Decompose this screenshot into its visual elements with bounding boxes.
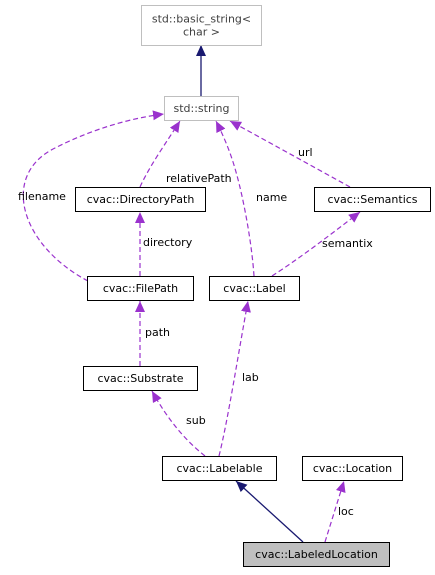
node-box — [83, 366, 198, 391]
edge-file-path-filename — [22, 110, 165, 282]
node-semantics[interactable]: cvac::Semantics — [314, 187, 431, 212]
nodes-layer: std::basic_string<char >std::stringcvac:… — [75, 5, 431, 567]
edge-label-name — [215, 120, 255, 277]
node-label[interactable]: cvac::Label — [209, 276, 300, 301]
node-box — [164, 96, 239, 121]
node-box — [243, 542, 390, 567]
edge-labelable-sub — [151, 390, 206, 457]
edge-labels-layer: relativePath filename name url directory sema… — [18, 146, 373, 518]
node-box — [162, 456, 277, 481]
node-label: cvac::FilePath — [103, 282, 178, 295]
node-label: std::basic_string< — [152, 13, 251, 26]
edge-label-label-name: name — [256, 191, 287, 204]
node-label: cvac::Label — [223, 282, 285, 295]
edge-label-labeled-location-loc: loc — [338, 505, 354, 518]
node-substrate[interactable]: cvac::Substrate — [83, 366, 198, 391]
node-label: cvac::DirectoryPath — [87, 193, 195, 206]
edge-label-semantics-url: url — [298, 146, 313, 159]
node-box — [314, 187, 431, 212]
node-label: std::string — [173, 102, 229, 115]
node-label: cvac::Labelable — [177, 462, 263, 475]
node-label: cvac::Location — [313, 462, 392, 475]
node-box — [209, 276, 300, 301]
node-label: cvac::Substrate — [97, 372, 183, 385]
edges-layer — [22, 45, 361, 543]
edge-labeled-location-inherits-labelable — [235, 480, 304, 543]
node-labelable[interactable]: cvac::Labelable — [162, 456, 277, 481]
edge-label-file-path-filename: filename — [18, 190, 66, 203]
node-label: cvac::LabeledLocation — [255, 548, 378, 561]
node-location[interactable]: cvac::Location — [302, 456, 403, 481]
node-label: cvac::Semantics — [327, 193, 417, 206]
node-string[interactable]: std::string — [164, 96, 239, 121]
node-file-path[interactable]: cvac::FilePath — [87, 276, 194, 301]
edge-label-file-path-directory: directory — [143, 236, 193, 249]
node-box — [141, 5, 262, 46]
node-box — [87, 276, 194, 301]
edge-labelable-lab — [218, 300, 251, 457]
edge-label-label-semantix: semantix — [322, 237, 373, 250]
edge-label-substrate-path: path — [145, 326, 170, 339]
edge-label-directory-path-relative-path: relativePath — [166, 172, 232, 185]
edge-semantics-url — [229, 120, 351, 188]
edge-label-labelable-sub: sub — [186, 414, 206, 427]
edge-label-labelable-lab: lab — [242, 371, 259, 384]
node-box — [75, 187, 206, 212]
node-directory-path[interactable]: cvac::DirectoryPath — [75, 187, 206, 212]
edge-labeled-location-loc — [324, 480, 346, 543]
node-basic-string[interactable]: std::basic_string<char > — [141, 5, 262, 46]
node-labeled-location: cvac::LabeledLocation — [243, 542, 390, 567]
node-label: char > — [183, 26, 220, 39]
node-box — [302, 456, 403, 481]
edge-label-semantix — [271, 211, 361, 277]
